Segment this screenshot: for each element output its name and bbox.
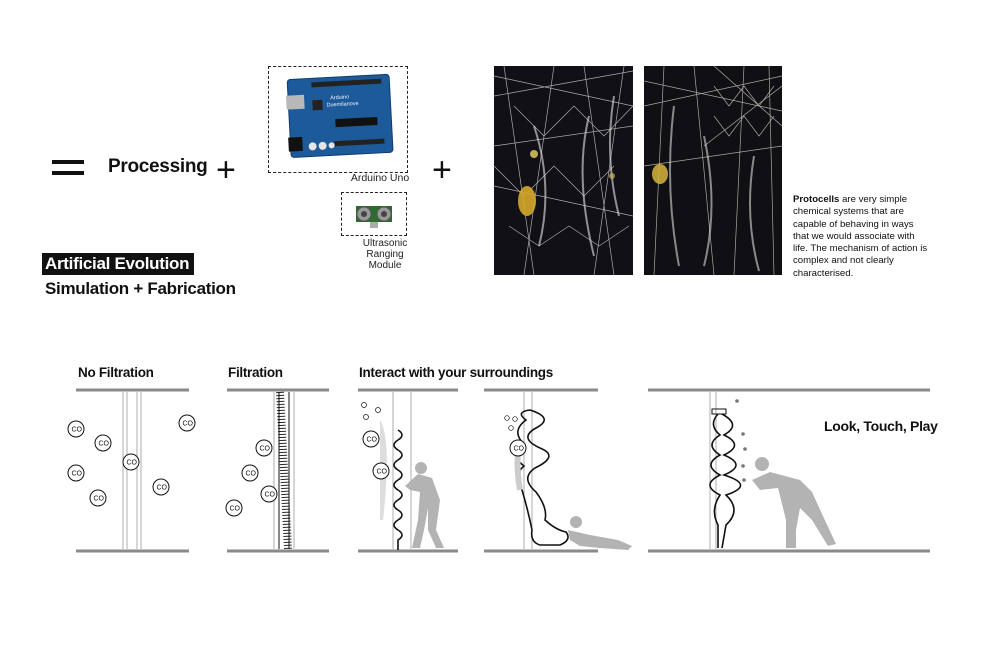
arduino-board-image: Arduino Duemilanove <box>285 73 394 158</box>
interact-heading: Interact with your surroundings <box>359 365 553 380</box>
no-filtration-heading: No Filtration <box>78 365 154 380</box>
protocells-term: Protocells <box>793 194 840 205</box>
co2-molecule-icon <box>89 489 107 507</box>
ultrasonic-line-2: Ranging <box>366 249 404 260</box>
arduino-caption: Arduino Uno <box>350 172 410 184</box>
co2-molecule-icon <box>372 462 390 480</box>
co2-molecule-icon <box>509 439 527 457</box>
look-touch-play-label: Look, Touch, Play <box>824 418 938 434</box>
co2-molecule-icon <box>67 420 85 438</box>
diagram-panels: CO <box>67 388 930 553</box>
co2-molecule-icon <box>255 439 273 457</box>
protocell-photo-1 <box>494 66 633 275</box>
co2-molecule-icon <box>260 485 278 503</box>
simulation-fabrication-title: Simulation + Fabrication <box>45 279 236 298</box>
processing-label: Processing <box>108 156 208 177</box>
ultrasonic-caption: Ultrasonic Ranging Module <box>355 238 415 271</box>
co2-molecule-icon <box>152 478 170 496</box>
protocell-photo-2 <box>644 66 782 275</box>
panel-look-touch-play <box>648 388 930 553</box>
plus-icon-2: + <box>432 151 452 189</box>
plus-icon-1: + <box>216 151 236 189</box>
protocells-text: are very simple chemical systems that ar… <box>793 194 928 279</box>
ultrasonic-sensor-image <box>356 206 392 228</box>
person-leaning-icon <box>405 462 444 548</box>
board-text-1: Arduino <box>330 94 349 101</box>
co2-molecule-icon <box>94 434 112 452</box>
equals-icon <box>52 160 84 182</box>
artificial-evolution-title: Artificial Evolution <box>42 253 195 275</box>
panel-interact-2 <box>484 388 632 553</box>
co2-molecule-icon <box>241 464 259 482</box>
filtration-heading: Filtration <box>228 365 283 380</box>
panel-no-filtration <box>67 388 196 553</box>
ultrasonic-line-3: Module <box>368 260 402 271</box>
co2-molecule-icon <box>225 499 243 517</box>
co2-molecule-icon <box>362 430 380 448</box>
ultrasonic-line-1: Ultrasonic <box>362 238 408 249</box>
person-touching-icon <box>752 457 836 548</box>
person-reclining-icon <box>568 516 632 550</box>
co2-molecule-icon <box>122 453 140 471</box>
panel-interact-1 <box>358 388 458 553</box>
co2-molecule-icon <box>178 414 196 432</box>
arduino-frame: Arduino Duemilanove <box>268 66 408 173</box>
panel-filtration <box>225 388 329 553</box>
co2-molecule-icon <box>67 464 85 482</box>
protocells-description: Protocells are very simple chemical syst… <box>793 194 931 280</box>
artificial-evolution-label: Artificial Evolution <box>42 253 195 275</box>
ultrasonic-frame <box>341 192 407 236</box>
board-text-2: Duemilanove <box>326 101 358 109</box>
